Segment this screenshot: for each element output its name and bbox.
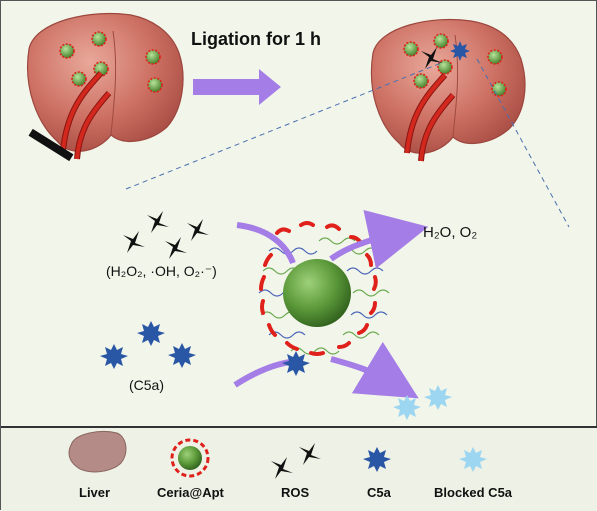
legend-liver-label: Liver bbox=[79, 485, 111, 500]
ceria-dot bbox=[59, 31, 163, 93]
legend-ros-label: ROS bbox=[281, 485, 310, 500]
ligation-step-label: Ligation for 1 h bbox=[191, 29, 321, 49]
ceria-apt-nanoparticle bbox=[258, 221, 390, 356]
hepatic-vessels bbox=[404, 73, 456, 162]
legend-divider bbox=[1, 426, 597, 428]
c5a-molecule bbox=[282, 351, 310, 376]
ros-molecule bbox=[421, 47, 443, 69]
blocked-c5a-cluster bbox=[393, 385, 452, 420]
liver-after bbox=[370, 18, 526, 162]
ligation-clamp bbox=[28, 128, 74, 162]
legend-ceria-label: Ceria@Apt bbox=[157, 485, 224, 500]
legend-c5a-icon bbox=[363, 447, 391, 472]
legend-ros-icon bbox=[271, 443, 321, 479]
legend-liver-icon bbox=[68, 431, 127, 473]
zoom-line-left bbox=[125, 62, 442, 190]
ros-scavenging-arrow bbox=[236, 209, 429, 269]
c5a-cluster bbox=[100, 321, 196, 369]
legend-blocked-c5a-label: Blocked C5a bbox=[434, 485, 513, 500]
ros-formula-label: (H₂O₂, ·OH, O₂·⁻) bbox=[106, 263, 217, 279]
c5a-blocking-arrow bbox=[233, 341, 419, 399]
ros-cluster bbox=[123, 211, 209, 259]
c5a-molecule bbox=[450, 41, 470, 61]
ceria-dot bbox=[403, 33, 507, 97]
legend-ceria-icon bbox=[170, 438, 210, 478]
product-label: H₂O, O₂ bbox=[423, 224, 478, 241]
ligation-arrow bbox=[193, 69, 281, 105]
hepatic-vessels bbox=[60, 71, 112, 160]
legend-c5a-label: C5a bbox=[367, 485, 391, 500]
legend-blocked-c5a-icon bbox=[459, 447, 487, 472]
liver-before bbox=[27, 12, 184, 162]
zoom-line-right bbox=[476, 58, 570, 228]
c5a-label: (C5a) bbox=[129, 377, 165, 393]
